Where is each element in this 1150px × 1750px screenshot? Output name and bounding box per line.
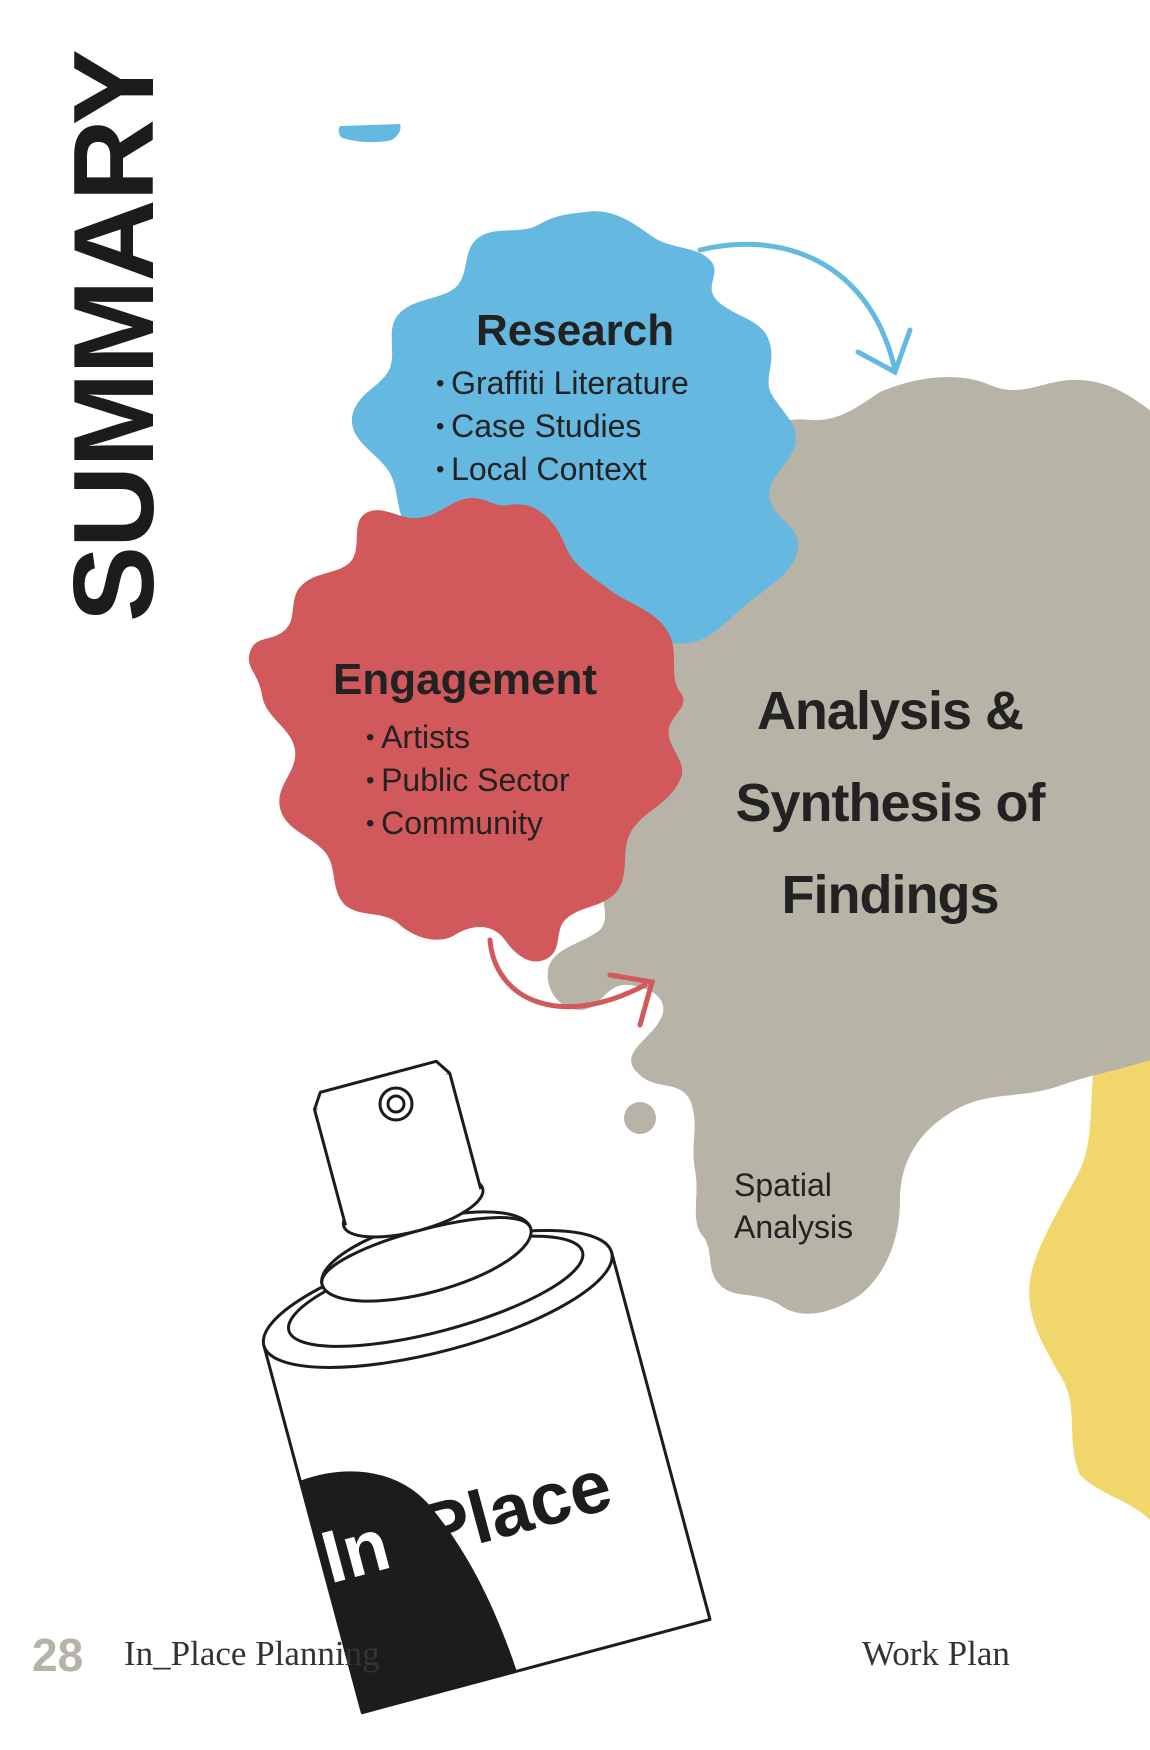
analysis-line-1: Analysis & (756, 681, 1024, 741)
research-heading: Research (476, 306, 675, 355)
analysis-line-2: Synthesis of (735, 773, 1045, 833)
spatial-line-1: Spatial (734, 1167, 832, 1203)
can-label-swoosh (300, 1471, 517, 1713)
list-item: Public Sector (366, 759, 570, 802)
list-item: Artists (366, 716, 570, 759)
arrow-research-to-analysis (697, 241, 913, 376)
page-title: SUMMARY (51, 51, 178, 622)
spatial-line-2: Analysis (734, 1209, 854, 1245)
page-number: 28 (32, 1629, 84, 1681)
analysis-heading: Analysis & Synthesis of Findings (690, 665, 1090, 941)
research-list: Graffiti Literature Case Studies Local C… (436, 362, 689, 491)
engagement-list: Artists Public Sector Community (366, 716, 570, 845)
spatial-analysis-label: Spatial Analysis (734, 1164, 853, 1248)
footer-section: Work Plan (862, 1634, 1010, 1673)
arrow-engagement-to-analysis (487, 937, 656, 1028)
engagement-heading: Engagement (333, 655, 598, 704)
grey-droplet (624, 1102, 656, 1134)
spray-can (261, 1059, 712, 1715)
footer-publication: In_Place Planning (124, 1634, 380, 1673)
list-item: Case Studies (436, 405, 689, 448)
analysis-line-3: Findings (781, 865, 1000, 925)
list-item: Graffiti Literature (436, 362, 689, 405)
list-item: Local Context (436, 448, 689, 491)
blue-stub (338, 124, 401, 143)
list-item: Community (366, 802, 570, 845)
